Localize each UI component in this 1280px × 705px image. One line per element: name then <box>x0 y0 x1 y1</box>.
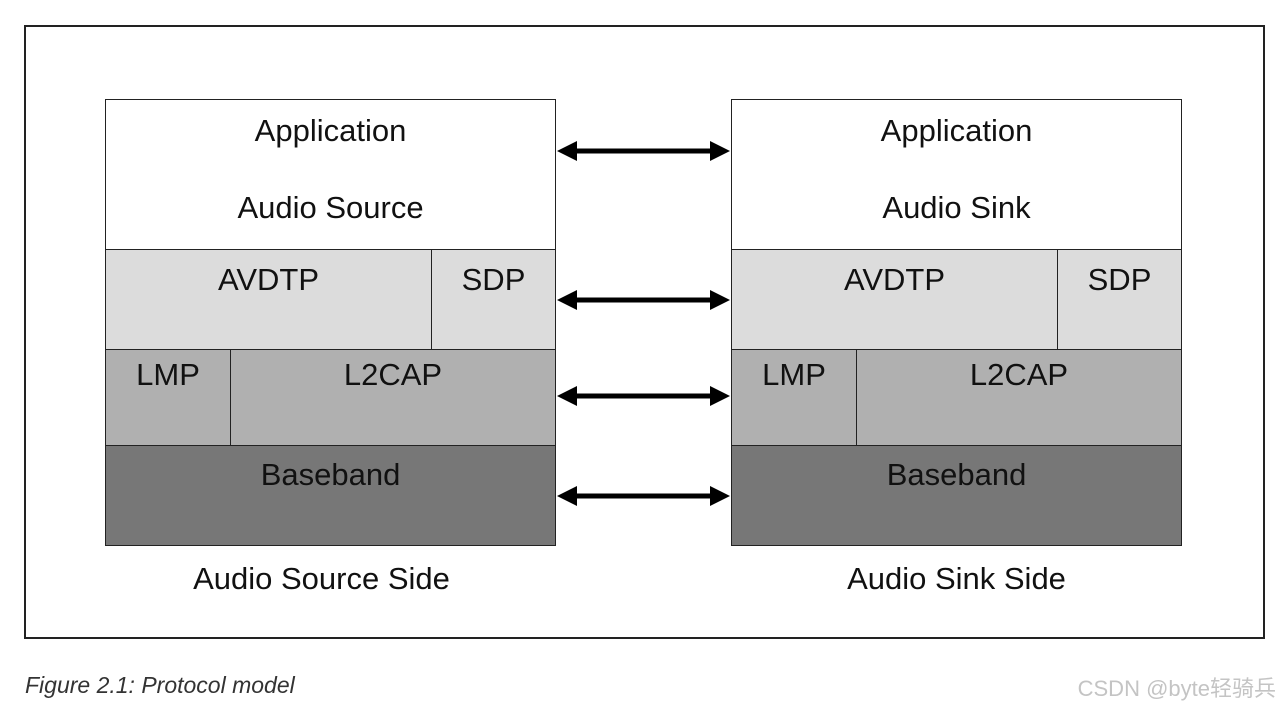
lmp-l2cap-layer: LMP L2CAP <box>106 350 555 446</box>
avdtp-cell: AVDTP <box>106 250 432 349</box>
avdtp-peer-arrow <box>557 290 730 310</box>
baseband-layer: Baseband <box>732 446 1181 545</box>
audio-source-label: Audio Source <box>237 190 424 225</box>
baseband-label: Baseband <box>260 457 401 492</box>
lmp-l2cap-layer: LMP L2CAP <box>732 350 1181 446</box>
audio-sink-side-label: Audio Sink Side <box>847 561 1066 596</box>
avdtp-label: AVDTP <box>843 262 946 297</box>
figure-frame <box>24 25 1265 639</box>
lmp-cell: LMP <box>106 350 231 445</box>
watermark: CSDN @byte轻骑兵 <box>1077 676 1276 701</box>
application-layer: Application Audio Source <box>106 100 555 250</box>
l2cap-cell: L2CAP <box>231 350 555 445</box>
baseband-peer-arrow <box>557 486 730 506</box>
avdtp-cell: AVDTP <box>732 250 1058 349</box>
avdtp-sdp-layer: AVDTP SDP <box>732 250 1181 350</box>
sdp-label: SDP <box>1087 262 1152 297</box>
lmp-cell: LMP <box>732 350 857 445</box>
audio-sink-label: Audio Sink <box>882 190 1031 225</box>
l2cap-label: L2CAP <box>343 357 443 392</box>
avdtp-label: AVDTP <box>217 262 320 297</box>
baseband-label: Baseband <box>886 457 1027 492</box>
lmp-label: LMP <box>136 357 200 392</box>
audio-sink-stack: Application Audio Sink AVDTP SDP LMP L2C… <box>731 99 1182 546</box>
baseband-layer: Baseband <box>106 446 555 545</box>
application-label: Application <box>880 113 1033 148</box>
sdp-cell: SDP <box>1058 250 1181 349</box>
sdp-label: SDP <box>461 262 526 297</box>
sdp-cell: SDP <box>432 250 555 349</box>
l2cap-cell: L2CAP <box>857 350 1181 445</box>
lmp-label: LMP <box>762 357 826 392</box>
figure-caption: Figure 2.1: Protocol model <box>25 672 295 698</box>
avdtp-sdp-layer: AVDTP SDP <box>106 250 555 350</box>
audio-source-side-label: Audio Source Side <box>193 561 450 596</box>
application-peer-arrow <box>557 141 730 161</box>
l2cap-label: L2CAP <box>969 357 1069 392</box>
audio-source-stack: Application Audio Source AVDTP SDP LMP L… <box>105 99 556 546</box>
application-layer: Application Audio Sink <box>732 100 1181 250</box>
application-label: Application <box>254 113 407 148</box>
l2cap-peer-arrow <box>557 386 730 406</box>
